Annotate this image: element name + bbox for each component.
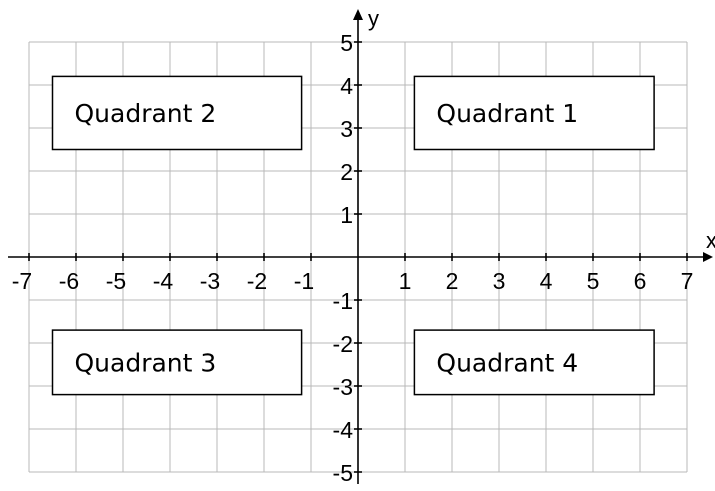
x-tick-label: 3 (493, 268, 506, 294)
axes (8, 9, 713, 484)
x-tick-label: -6 (59, 268, 79, 294)
y-tick-label: 2 (340, 159, 353, 185)
y-tick-label: -3 (333, 374, 353, 400)
y-tick-label: 4 (340, 73, 353, 99)
quadrant-label: Quadrant 1 (436, 99, 578, 128)
quadrant-box-frame (413, 329, 655, 396)
x-tick-label: -1 (294, 268, 314, 294)
y-tick-label: 3 (340, 116, 353, 142)
x-tick-label: 7 (681, 268, 694, 294)
y-tick-label: -4 (333, 417, 354, 443)
quadrant-box-frame (51, 329, 303, 396)
x-tick-label: 6 (634, 268, 647, 294)
y-tick-label: -5 (333, 460, 353, 486)
x-tick-label: 2 (446, 268, 459, 294)
x-axis-arrow-icon (703, 252, 713, 262)
y-tick-label: 5 (340, 30, 353, 56)
quadrant-label: Quadrant 2 (75, 99, 217, 128)
x-tick-label: 1 (399, 268, 412, 294)
y-axis-arrow-icon (353, 9, 363, 20)
x-axis-label: x (706, 228, 715, 253)
quadrant-box: Quadrant 4 (413, 329, 655, 396)
quadrant-box-frame (413, 75, 655, 151)
x-tick-label: -3 (200, 268, 220, 294)
x-tick-label: -2 (247, 268, 267, 294)
tick-labels: -7 -6 -5 -4 -3 -2 -1 1 2 3 4 5 6 7 5 4 3 2 1 -1 -2 -3 -4 -5 (12, 30, 694, 486)
x-tick-label: -7 (12, 268, 32, 294)
y-axis-label: y (368, 6, 379, 31)
x-tick-label: 4 (540, 268, 553, 294)
quadrant-box: Quadrant 1 (413, 75, 655, 151)
x-tick-label: 5 (587, 268, 600, 294)
x-tick-label: -4 (153, 268, 174, 294)
y-tick-label: -2 (333, 331, 353, 357)
quadrant-label: Quadrant 4 (436, 348, 578, 377)
quadrant-labels: Quadrant 2 Quadrant 1 Quadrant 3 Quadrant 4 (51, 75, 655, 396)
quadrant-box: Quadrant 2 (51, 75, 303, 151)
quadrant-label: Quadrant 3 (75, 348, 217, 377)
y-tick-label: 1 (340, 202, 353, 228)
y-tick-label: -1 (333, 288, 353, 314)
quadrant-box: Quadrant 3 (51, 329, 303, 396)
x-tick-label: -5 (106, 268, 126, 294)
quadrant-box-frame (51, 75, 303, 151)
